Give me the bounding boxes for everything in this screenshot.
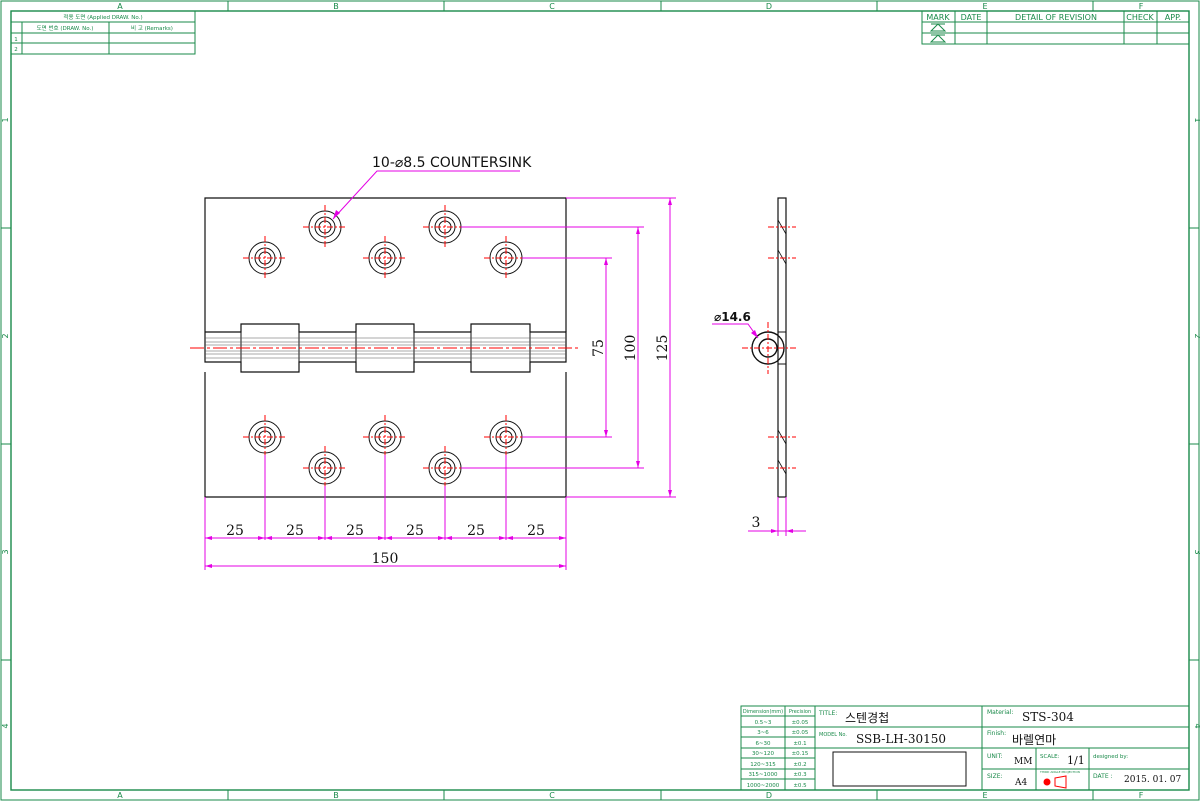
material-value: STS-304 — [1022, 710, 1074, 724]
dimension-lines — [204, 197, 676, 570]
revision-table — [921, 10, 1190, 45]
zone-col-c-top: C — [549, 2, 555, 11]
precision-row-2-dim: 3~6 — [757, 730, 769, 736]
hinge-side-view — [712, 197, 806, 536]
revision-header-app: APP. — [1165, 13, 1181, 22]
revision-header-mark: MARK — [926, 13, 950, 22]
size-value: A4 — [1014, 778, 1027, 788]
scale-label: SCALE: — [1040, 754, 1060, 760]
size-label: SIZE: — [987, 773, 1003, 780]
date-value: 2015. 01. 07 — [1124, 775, 1182, 785]
dim-125: 125 — [655, 335, 671, 362]
applied-table-drawno-header: 도면 번호 (DRAW. No.) — [37, 24, 94, 32]
model-label: MODEL No. — [819, 732, 847, 738]
hole-top-4 — [363, 236, 407, 280]
hole-top-3 — [243, 236, 287, 280]
precision-table — [740, 705, 816, 791]
hole-bottom-1 — [243, 415, 287, 459]
zone-col-f-bottom: F — [1139, 791, 1144, 800]
hole-top-2 — [423, 205, 467, 249]
zone-col-e-bottom: E — [982, 791, 987, 800]
precision-row-2-tol: ±0.05 — [792, 730, 809, 736]
zone-col-c-bottom: C — [549, 791, 555, 800]
zone-col-a-top: A — [117, 2, 123, 11]
zone-row-2-right: 2 — [1193, 333, 1200, 338]
dim-150: 150 — [372, 551, 399, 567]
countersink-label: 10-⌀8.5 COUNTERSINK — [372, 155, 532, 171]
zone-row-1-left: 1 — [1, 117, 10, 122]
revision-header-date: DATE — [961, 13, 982, 22]
applied-table-remarks-header: 비 고 (Remarks) — [131, 24, 173, 32]
unit-label: UNIT: — [987, 753, 1003, 760]
applied-drawing-table — [10, 10, 196, 55]
dim-25-6: 25 — [527, 523, 545, 539]
precision-row-3-dim: 6~30 — [755, 741, 771, 747]
zone-row-4-right: 4 — [1193, 723, 1200, 728]
precision-row-7-dim: 1000~2000 — [747, 783, 780, 789]
precision-row-5-dim: 120~315 — [750, 762, 776, 768]
precision-row-6-dim: 315~1000 — [748, 772, 778, 778]
hole-top-1 — [303, 205, 347, 249]
dim-25-3: 25 — [346, 523, 364, 539]
zone-col-b-top: B — [333, 2, 339, 11]
precision-row-6-tol: ±0.3 — [793, 772, 807, 778]
hole-bottom-5 — [423, 446, 467, 490]
side-thickness-label: 3 — [752, 515, 761, 531]
side-diameter-label: ⌀14.6 — [714, 310, 751, 324]
precision-row-4-tol: ±0.15 — [792, 751, 809, 757]
projection-label: THIRD ANGLE PROJECTION — [1039, 770, 1080, 774]
precision-row-7-tol: ±0.5 — [793, 783, 807, 789]
title-label: TITLE: — [818, 710, 837, 717]
third-angle-projection-icon — [1043, 775, 1067, 789]
unit-value: MM — [1014, 757, 1032, 767]
precision-header-dimension: Dimension(mm) — [743, 709, 783, 715]
zone-row-1-right: 1 — [1193, 117, 1200, 122]
zone-row-4-left: 4 — [1, 723, 10, 728]
zone-col-f-top: F — [1139, 2, 1144, 11]
zone-col-d-top: D — [766, 2, 772, 11]
title-value: 스텐경첩 — [845, 711, 889, 725]
hinge-front-view — [190, 197, 580, 498]
zone-row-3-right: 3 — [1193, 549, 1200, 554]
revision-header-check: CHECK — [1126, 13, 1154, 22]
revision-header-detail: DETAIL OF REVISION — [1015, 13, 1097, 22]
applied-table-row-2: 2 — [14, 47, 18, 53]
finish-value: 바렐연마 — [1012, 733, 1056, 747]
designed-label: designed by: — [1093, 754, 1128, 760]
scale-value: 1/1 — [1067, 754, 1085, 767]
material-label: Material: — [987, 709, 1013, 716]
zone-col-d-bottom: D — [766, 791, 772, 800]
precision-row-1-dim: 0.5~3 — [755, 720, 772, 726]
applied-table-title: 적용 도면 (Applied DRAW. No.) — [63, 13, 142, 21]
hole-top-5 — [484, 236, 528, 280]
date-label: DATE : — [1093, 773, 1113, 780]
finish-label: Finish: — [987, 730, 1006, 737]
dim-25-2: 25 — [286, 523, 304, 539]
dim-25-5: 25 — [467, 523, 485, 539]
zone-col-a-bottom: A — [117, 791, 123, 800]
zone-row-3-left: 3 — [1, 549, 10, 554]
applied-table-row-1: 1 — [14, 37, 18, 43]
hole-bottom-4 — [303, 446, 347, 490]
precision-row-5-tol: ±0.2 — [793, 762, 806, 768]
revision-triangle-icons — [929, 23, 947, 43]
title-block — [814, 705, 1190, 791]
precision-row-4-dim: 30~120 — [752, 751, 775, 757]
dim-25-1: 25 — [226, 523, 244, 539]
precision-header-precision: Precision — [789, 709, 811, 715]
zone-col-e-top: E — [982, 2, 987, 11]
dim-100: 100 — [623, 335, 639, 362]
dim-75: 75 — [591, 339, 607, 357]
precision-row-1-tol: ±0.05 — [792, 720, 809, 726]
hole-bottom-3 — [484, 415, 528, 459]
precision-row-3-tol: ±0.1 — [793, 741, 806, 747]
dim-25-4: 25 — [406, 523, 424, 539]
zone-col-b-bottom: B — [333, 791, 339, 800]
zone-row-2-left: 2 — [1, 333, 10, 338]
hole-bottom-2 — [363, 415, 407, 459]
countersink-leader — [332, 170, 520, 220]
model-value: SSB-LH-30150 — [856, 732, 946, 746]
